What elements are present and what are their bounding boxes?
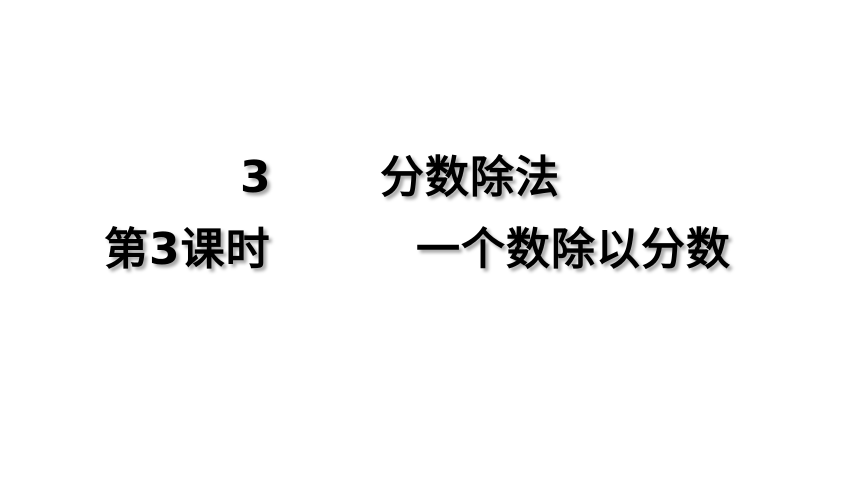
lesson-number: 第3课时 bbox=[104, 224, 271, 275]
unit-title: 分数除法 bbox=[380, 152, 560, 203]
lesson-title: 一个数除以分数 bbox=[416, 224, 731, 275]
unit-number: 3 bbox=[240, 152, 272, 203]
